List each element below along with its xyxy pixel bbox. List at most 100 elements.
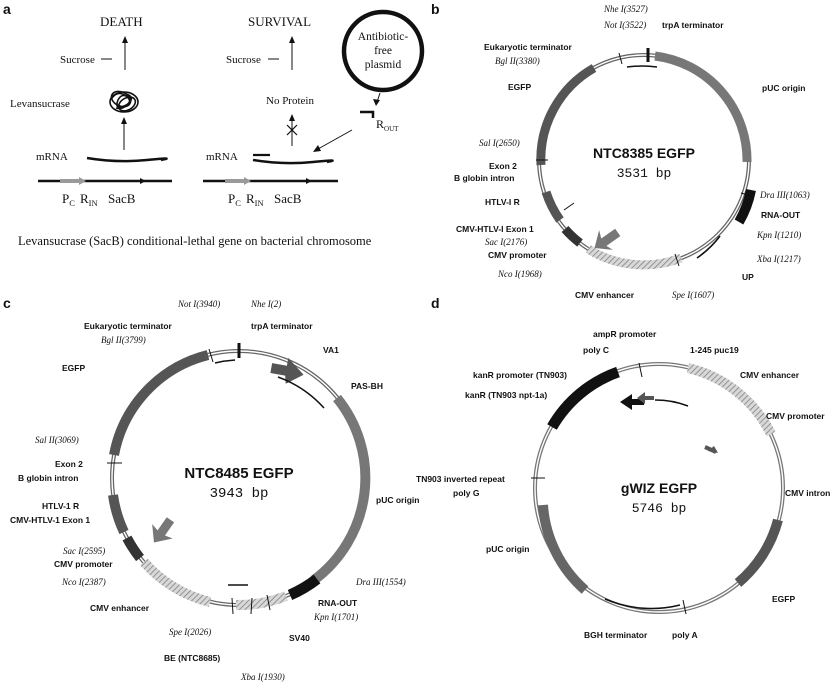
nco-site-b: Nco I(1968) xyxy=(497,269,542,279)
panel-c-letter: c xyxy=(3,295,11,311)
trpa-arc-c xyxy=(214,359,236,364)
kanr-label-d: kanR (TN903 npt-1a) xyxy=(465,390,547,400)
plasmid-name-c: NTC8485 EGFP xyxy=(184,465,293,482)
plasmid-size-b: 3531 bp xyxy=(617,166,672,181)
kpn-site-c: Kpn I(1701) xyxy=(313,612,358,622)
bglobin-label-c: B globin intron xyxy=(18,473,78,483)
sacb-direction-left xyxy=(140,178,146,184)
trpa-label-c: trpA terminator xyxy=(251,321,313,331)
plasmid-size-c: 3943 bp xyxy=(210,486,269,502)
bgh-label-d: BGH terminator xyxy=(584,630,648,640)
spe-site-b: Spe I(1607) xyxy=(672,290,714,300)
sal-site-b: Sal I(2650) xyxy=(479,138,520,148)
rna-out-arrow-b xyxy=(734,188,756,225)
puc-label-c: pUC origin xyxy=(376,495,419,505)
poly-g-label-d: poly G xyxy=(453,488,480,498)
panel-a-caption: Levansucrase (SacB) conditional-lethal g… xyxy=(18,234,372,248)
xba-site-c: Xba I(1930) xyxy=(240,672,285,682)
mrna-strand-left xyxy=(86,156,168,163)
va1-arrow-c xyxy=(270,357,304,384)
euk-term-label-b: Eukaryotic terminator xyxy=(484,42,573,52)
sac-site-c: Sac I(2595) xyxy=(63,546,105,556)
cmv-promoter-label-d: CMV promoter xyxy=(766,411,825,421)
panel-d: d gWIZ EGFP 5746 bp ampR promoter poly C… xyxy=(416,295,830,640)
mrna-label-right: mRNA xyxy=(206,151,238,163)
tn903-label-d: TN903 inverted repeat xyxy=(416,474,505,484)
cmv-promoter-c xyxy=(122,535,144,562)
plasmid-name-b: NTC8385 EGFP xyxy=(593,145,695,161)
sucrose-arrowhead-left xyxy=(122,36,128,43)
plasmid-size-d: 5746 bp xyxy=(632,501,687,516)
htlv-label-b: HTLV-I R xyxy=(485,197,520,207)
rin-label-right: RIN xyxy=(246,191,264,208)
rin-label-left: RIN xyxy=(80,191,98,208)
nco-site-c: Nco I(2387) xyxy=(61,577,106,587)
pc-label-left: PC xyxy=(62,191,75,208)
cmv-enhancer-label-d: CMV enhancer xyxy=(740,370,800,380)
r-out-arrow xyxy=(317,129,353,150)
exon2-label-b: Exon 2 xyxy=(489,161,517,171)
trpa-label-b: trpA terminator xyxy=(662,20,724,30)
protein-blob-icon xyxy=(109,90,139,113)
no-protein-label: No Protein xyxy=(266,95,314,107)
no-protein-arrowhead xyxy=(289,114,295,121)
egfp-label-c: EGFP xyxy=(62,363,85,373)
r-out-label: ROUT xyxy=(376,117,399,133)
puc-label-b: pUC origin xyxy=(762,83,805,93)
up-label-b: UP xyxy=(742,272,754,282)
bgh-arc-d xyxy=(604,598,681,610)
cmv-htlv-label-b: CMV-HTLV-I Exon 1 xyxy=(456,224,534,234)
cmv-htlv-label-c: CMV-HTLV-1 Exon 1 xyxy=(10,515,90,525)
puc19-arc-d xyxy=(654,399,689,407)
cmv-promoter-label-b: CMV promoter xyxy=(488,250,547,260)
kanr-arrow-d xyxy=(547,366,620,430)
sucrose-arrowhead-right xyxy=(289,36,295,43)
cmv-htlv-exon-c xyxy=(108,494,129,535)
va1-label-c: VA1 xyxy=(323,345,339,355)
cmv-enhancer-label-c: CMV enhancer xyxy=(90,603,150,613)
sv40-arrow-c xyxy=(235,591,288,611)
sacb-direction-right xyxy=(306,178,312,184)
plasmid-label-line3: plasmid xyxy=(365,59,402,71)
cmv-enhancer-label-b: CMV enhancer xyxy=(575,290,635,300)
protein-arrowhead xyxy=(121,117,127,124)
puc-label-d: pUC origin xyxy=(486,544,529,554)
bglobin-label-b: B globin intron xyxy=(454,173,514,183)
panel-b: b NTC8385 EGFP 3531 bp Nhe I(3527) Not I… xyxy=(431,1,810,300)
not-site-b: Not I(3522) xyxy=(603,20,646,30)
euk-term-label-c: Eukaryotic terminator xyxy=(84,321,173,331)
levansucrase-label: Levansucrase xyxy=(10,98,70,110)
plasmid-name-d: gWIZ EGFP xyxy=(621,480,697,496)
dra-site-c: Dra III(1554) xyxy=(355,577,406,587)
poly-a-label-d: poly A xyxy=(672,630,698,640)
cmv-htlv-exon-b xyxy=(541,190,564,223)
panel-d-letter: d xyxy=(431,295,440,311)
bgl-site-b: Bgl II(3380) xyxy=(495,56,540,66)
ampr-arrow-d xyxy=(637,392,654,404)
xba-site-b: Xba I(1217) xyxy=(756,254,801,264)
sal-site-c: Sal II(3069) xyxy=(35,435,79,445)
cmv-promoter-b xyxy=(561,225,583,247)
nhe-site-c: Nhe I(2) xyxy=(250,299,281,309)
cmv-enhancer-c xyxy=(140,558,212,607)
sacb-label-left: SacB xyxy=(108,191,136,206)
htlv-label-c: HTLV-1 R xyxy=(42,501,79,511)
pas-bh-arc-c xyxy=(277,376,325,409)
puc-origin-arrow-c xyxy=(311,394,371,585)
cmv-intron-label-d: CMV intron xyxy=(785,488,830,498)
puc-origin-arrow-d xyxy=(538,504,589,594)
panel-a: a DEATH SURVIVAL Sucrose Sucrose Levansu… xyxy=(3,1,425,248)
plasmid-label-line2: free xyxy=(374,45,392,57)
egfp-arrow-d xyxy=(734,518,783,587)
kpn-site-b: Kpn I(1210) xyxy=(756,230,801,240)
egfp-label-d: EGFP xyxy=(772,594,795,604)
htlv-r-arrow-b xyxy=(594,228,621,250)
panel-a-letter: a xyxy=(3,1,11,17)
puc-origin-arrow-b xyxy=(654,51,752,163)
plasmid-label-line1: Antibiotic- xyxy=(358,31,409,43)
dra-site-b: Dra III(1063) xyxy=(759,190,810,200)
sucrose-label-right: Sucrose xyxy=(226,54,261,66)
rna-out-label-c: RNA-OUT xyxy=(318,598,358,608)
